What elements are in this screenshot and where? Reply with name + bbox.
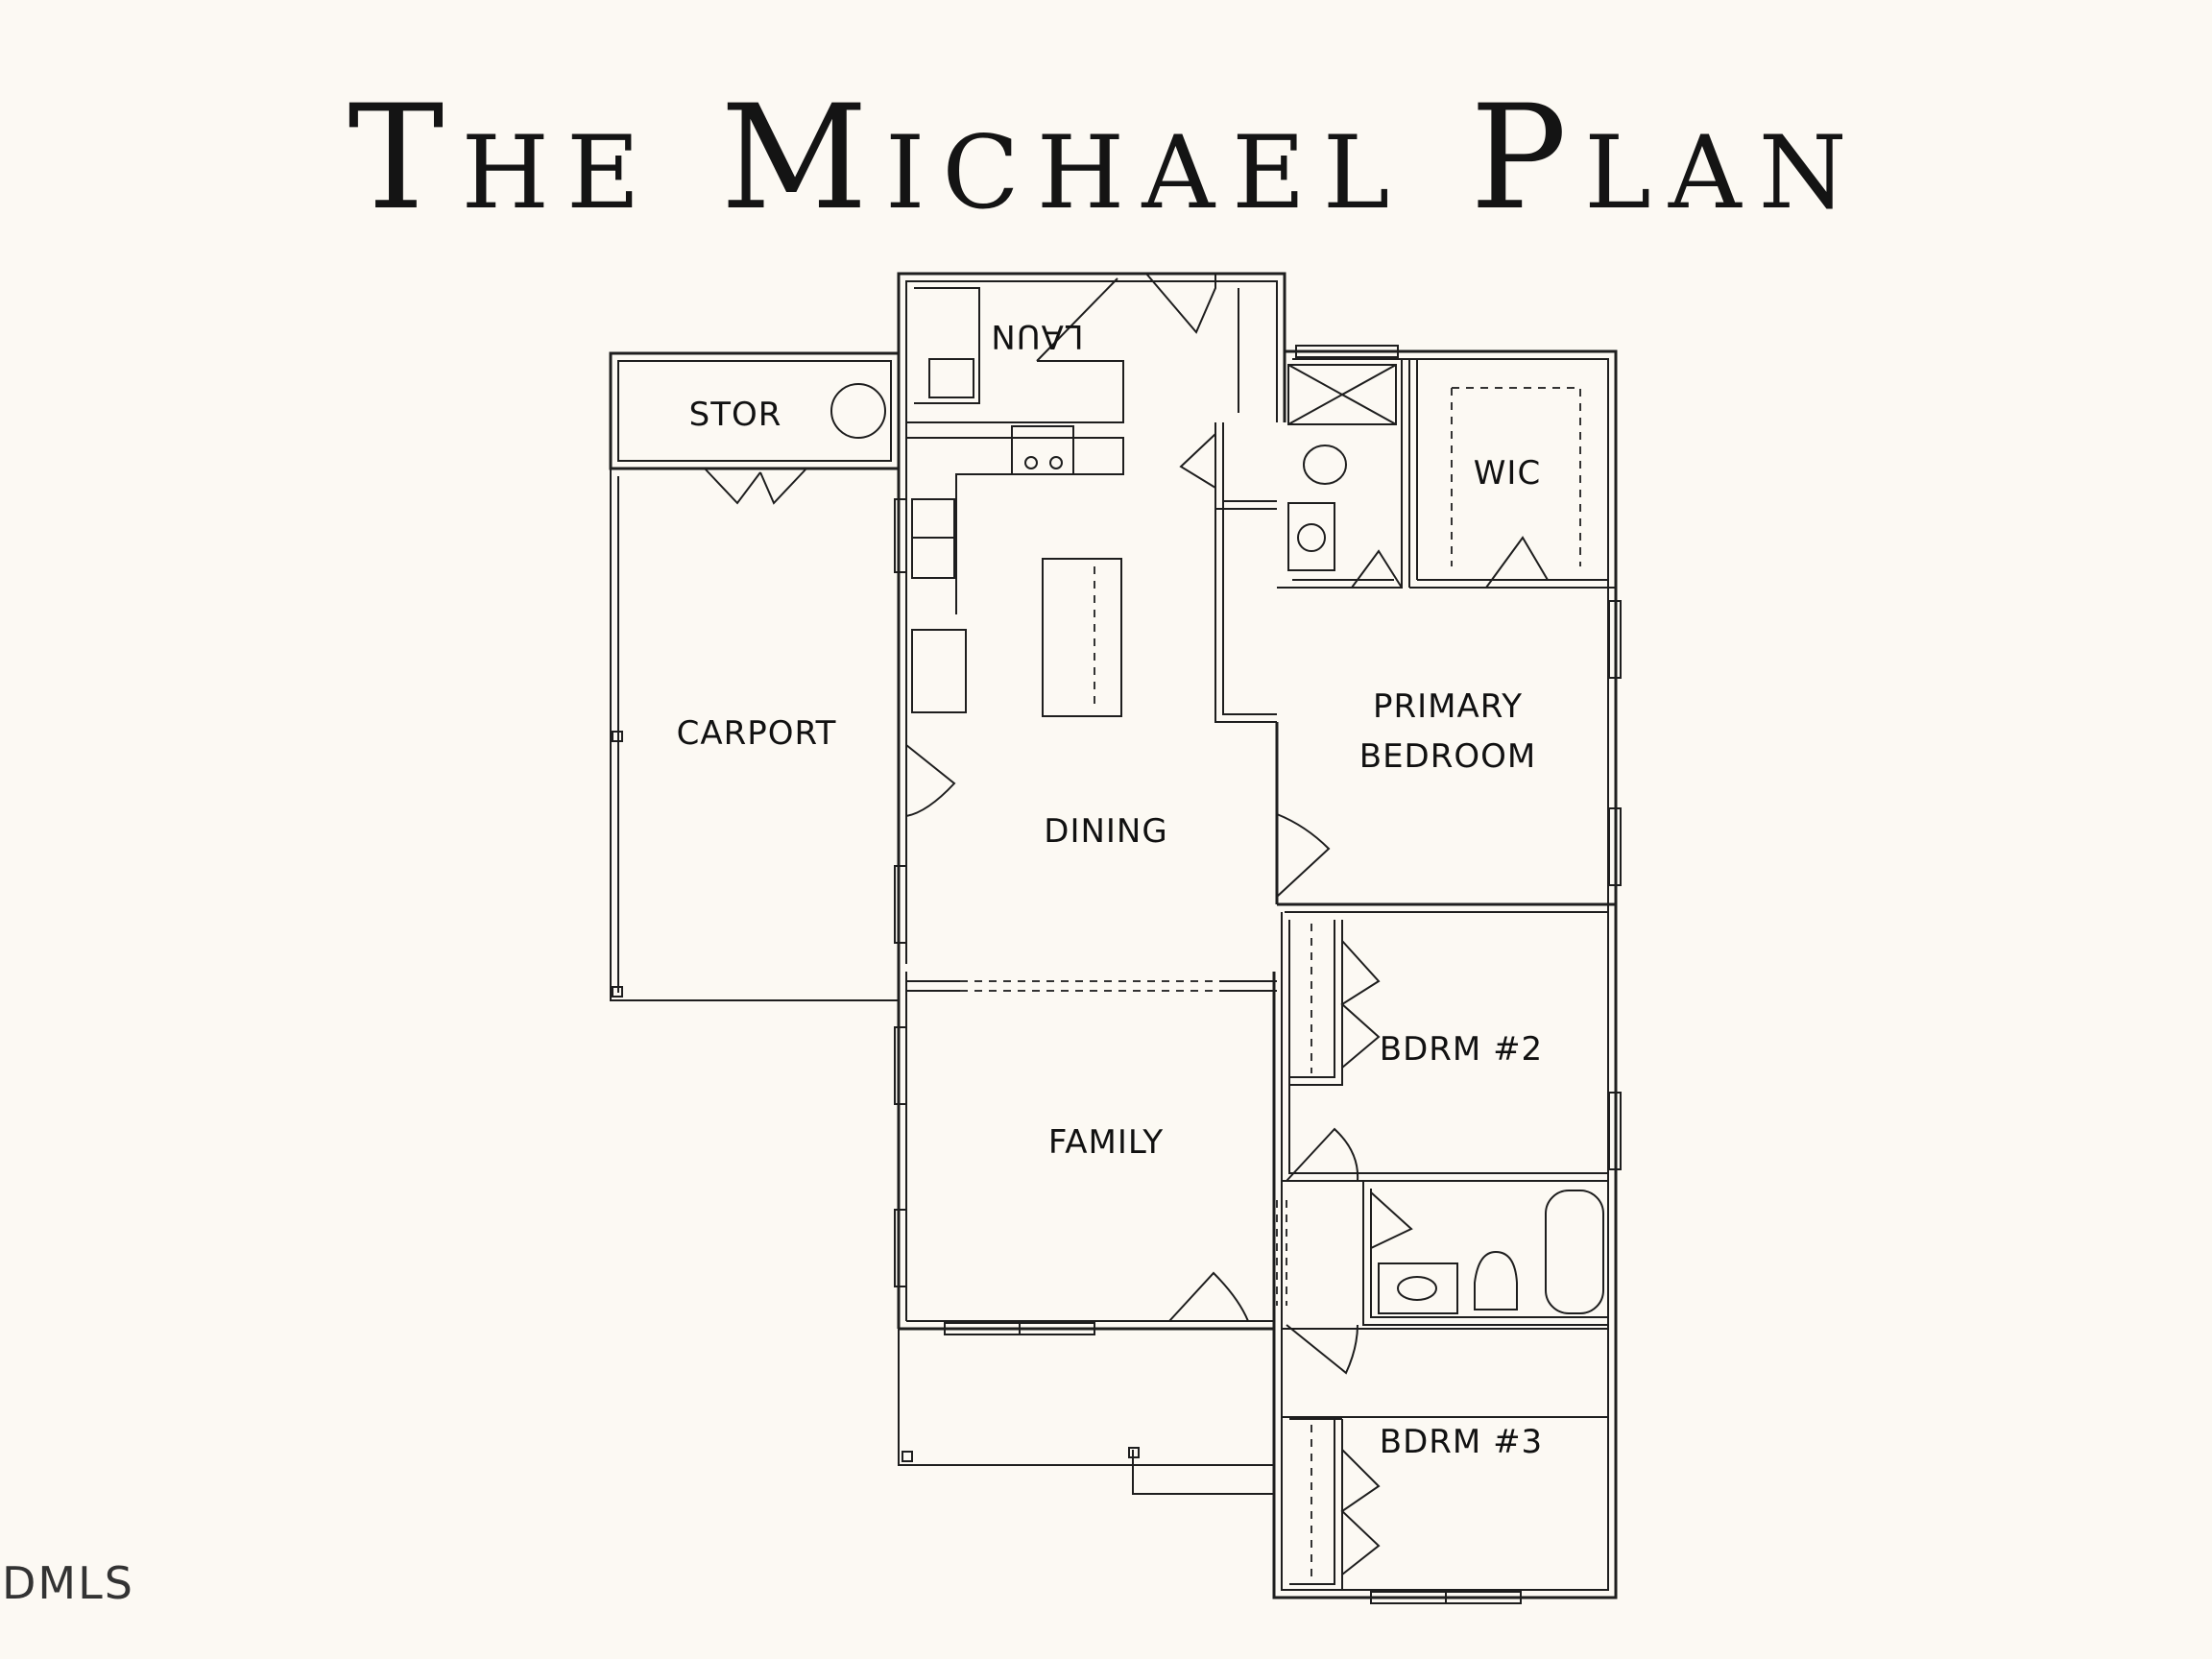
washer-dryer xyxy=(914,287,980,404)
lavatory xyxy=(1297,523,1326,552)
window xyxy=(1608,1092,1622,1170)
window xyxy=(894,1209,907,1287)
washer xyxy=(928,358,974,398)
carport-post xyxy=(612,731,623,742)
burner xyxy=(1049,456,1063,469)
front-door xyxy=(1168,1271,1249,1322)
watermark: DMLS xyxy=(2,1557,134,1609)
bath-door xyxy=(1370,1191,1413,1249)
laundry-partition xyxy=(906,360,1124,423)
window xyxy=(894,498,907,573)
window xyxy=(1295,345,1399,358)
porch-outline xyxy=(898,1329,1274,1466)
bedroom-wing-inner-wall xyxy=(1281,358,1609,1591)
bdrm3-top-wall xyxy=(1281,1325,1608,1418)
doors xyxy=(704,273,1549,1575)
pantry-wall xyxy=(1214,422,1277,723)
label-family: FAMILY xyxy=(1048,1123,1164,1162)
porch-step xyxy=(1132,1450,1274,1495)
storage-double-door xyxy=(759,468,807,505)
label-laun: LAUN xyxy=(990,317,1083,355)
kitchen-counter xyxy=(906,437,1124,614)
refrigerator xyxy=(911,629,967,713)
kitchen-inner-wall xyxy=(905,280,1278,964)
label-stor: STOR xyxy=(689,396,782,434)
porch-post xyxy=(1128,1447,1140,1458)
bathtub xyxy=(1545,1190,1604,1314)
bdrm2-closet-inner xyxy=(1289,920,1343,1086)
shower xyxy=(1287,364,1397,425)
window xyxy=(1608,600,1622,679)
storage-double-door xyxy=(704,468,761,505)
primary-bath-door xyxy=(1351,549,1403,589)
kitchen-island xyxy=(1042,558,1122,717)
window xyxy=(894,865,907,944)
vanity xyxy=(1287,502,1335,571)
bath-toilet xyxy=(1474,1250,1518,1310)
label-wic: WIC xyxy=(1474,454,1541,493)
exterior-walls xyxy=(609,272,1618,1599)
hall-bath-walls-inner xyxy=(1370,1189,1608,1318)
wic-shelving xyxy=(1452,387,1581,566)
water-heater xyxy=(830,383,886,439)
bdrm3-closet-bifold xyxy=(1340,1449,1381,1575)
carport-outline xyxy=(610,469,899,1001)
wic-door xyxy=(1485,536,1549,589)
plan-title: The Michael Plan xyxy=(348,75,1864,242)
window xyxy=(1608,807,1622,886)
label-carport: CARPORT xyxy=(677,714,837,753)
storage-inner-walls xyxy=(617,360,892,462)
bdrm3-door xyxy=(1286,1324,1358,1375)
bdrm3-closet xyxy=(1289,1419,1335,1585)
pantry-wall-inner xyxy=(1222,422,1277,715)
shower-x xyxy=(1287,364,1397,425)
hall-bath-walls xyxy=(1362,1181,1608,1326)
bdrm2-walls-inner xyxy=(1288,920,1608,1174)
windows xyxy=(894,345,1622,1604)
label-bdrm2: BDRM #2 xyxy=(1380,1030,1543,1069)
bdrm2-closet xyxy=(1289,920,1335,1078)
carport-door xyxy=(905,744,956,817)
bdrm2-closet-bifold xyxy=(1340,940,1381,1069)
burner xyxy=(1024,456,1038,469)
pantry-door xyxy=(1179,433,1216,489)
porch-post xyxy=(902,1451,913,1462)
label-primary-line2: BEDROOM xyxy=(1359,737,1536,776)
window xyxy=(894,1026,907,1105)
primary-door xyxy=(1276,813,1331,898)
laundry-door xyxy=(1036,277,1118,362)
toilet xyxy=(1303,445,1347,485)
label-bdrm3: BDRM #3 xyxy=(1380,1423,1543,1461)
kitchen-outer-wall xyxy=(897,272,1286,972)
closet-wall-inner xyxy=(1222,430,1277,502)
room-labels: STOR LAUN WIC CARPORT PRIMARY BEDROOM DI… xyxy=(677,317,1543,1461)
bedroom-wing-outer-wall xyxy=(1272,349,1618,1599)
label-primary-line1: PRIMARY xyxy=(1373,687,1523,726)
rear-door xyxy=(1145,273,1216,334)
bdrm2-door xyxy=(1286,1127,1359,1182)
bath-lavatory xyxy=(1397,1276,1437,1301)
label-dining: DINING xyxy=(1044,812,1167,851)
range xyxy=(1011,425,1074,475)
bath-vanity xyxy=(1378,1262,1458,1314)
carport-post xyxy=(612,986,623,998)
interior-walls xyxy=(906,287,1616,1590)
bdrm2-walls xyxy=(1281,912,1608,1182)
closet-wall xyxy=(1214,422,1277,510)
